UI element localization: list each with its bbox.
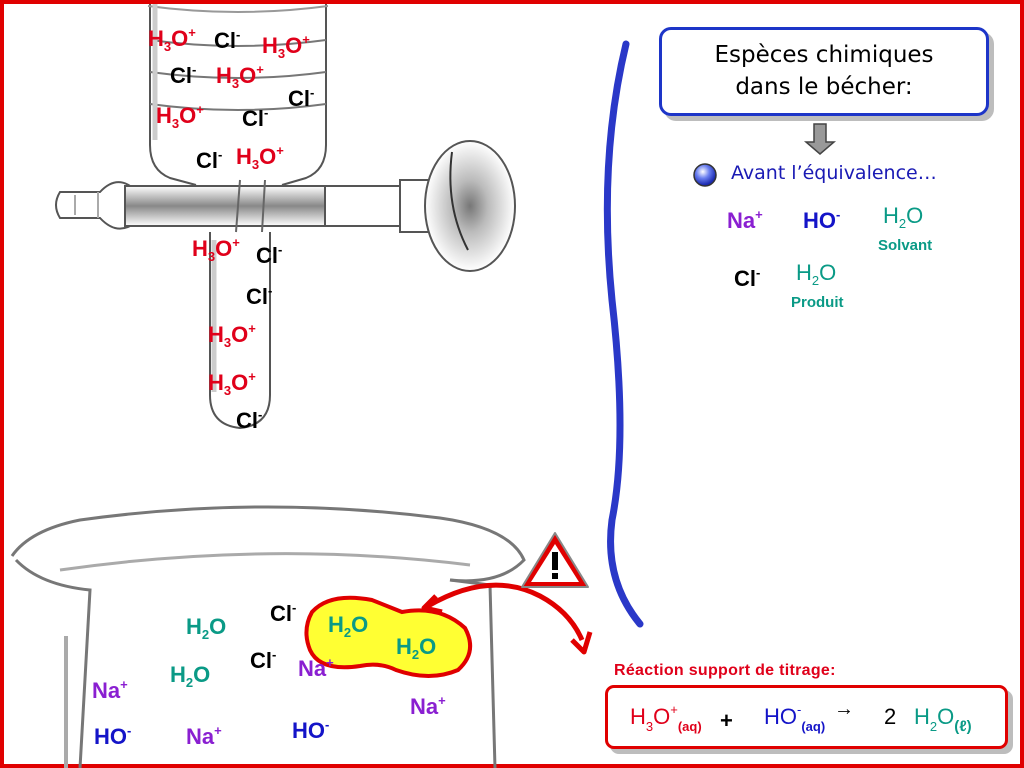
burette-ion-cl: Cl- <box>256 242 283 268</box>
beaker-h2o: H2O <box>170 662 211 690</box>
title-box: Espèces chimiques dans le bécher: <box>659 27 989 116</box>
burette-ion-h3o: H3O+ <box>192 235 240 264</box>
species-ho-minus: HO- <box>803 207 841 233</box>
burette <box>147 4 329 430</box>
reactant-h3o: H3O+(aq) <box>630 702 702 734</box>
reactant-ho: HO-(aq) <box>764 702 826 734</box>
beaker-ion-cl: Cl- <box>270 600 297 626</box>
burette-ion-cl: Cl- <box>246 283 273 309</box>
species-cl-minus: Cl- <box>734 265 761 291</box>
species-h2o-solvant: H2O <box>883 203 924 231</box>
burette-ion-cl: Cl- <box>288 85 315 111</box>
burette-ion-cl: Cl- <box>214 27 241 53</box>
h2o-highlight <box>304 595 473 678</box>
species-na-plus: Na+ <box>727 207 763 233</box>
burette-ion-h3o: H3O+ <box>148 25 196 54</box>
wavy-separator <box>603 40 644 628</box>
red-double-arrow <box>421 582 593 655</box>
stoich-coefficient: 2 <box>884 704 897 729</box>
produit-label: Produit <box>791 294 844 311</box>
beaker-h2o-highlighted: H2O <box>396 634 437 662</box>
beaker-ion-na: Na+ <box>298 655 334 681</box>
beaker-ion-na: Na+ <box>186 723 222 749</box>
reaction-label: Réaction support de titrage: <box>614 662 836 679</box>
species-h2o-produit: H2O <box>796 260 837 288</box>
reaction-box: H3O+(aq) + HO-(aq) → 2 H2O(ℓ) <box>605 685 1008 749</box>
burette-ion-h3o: H3O+ <box>208 369 256 398</box>
plus-sign: + <box>720 708 733 733</box>
beaker-ion-ho: HO- <box>94 723 132 749</box>
beaker-ion-na: Na+ <box>410 693 446 719</box>
burette-ion-cl: Cl- <box>170 62 197 88</box>
warning-icon <box>521 532 589 588</box>
burette-ion-h3o: H3O+ <box>156 102 204 131</box>
burette-ion-h3o: H3O+ <box>236 143 284 172</box>
beaker-ion-cl: Cl- <box>250 647 277 673</box>
beaker-h2o-highlighted: H2O <box>328 612 369 640</box>
beaker-ion-ho: HO- <box>292 717 330 743</box>
stopcock <box>55 140 516 272</box>
beaker-h2o: H2O <box>186 614 227 642</box>
burette-ion-cl: Cl- <box>236 407 263 433</box>
burette-ion-cl: Cl- <box>196 147 223 173</box>
product-h2o: H2O(ℓ) <box>914 704 972 735</box>
burette-ion-h3o: H3O+ <box>208 321 256 350</box>
avant-equivalence-label: Avant l’équivalence… <box>731 162 937 184</box>
title-text: Espèces chimiques dans le bécher: <box>714 42 934 100</box>
down-arrow-icon <box>803 123 837 155</box>
burette-ion-h3o: H3O+ <box>262 32 310 61</box>
solvant-label: Solvant <box>878 237 933 254</box>
burette-ion-h3o: H3O+ <box>216 62 264 91</box>
reaction-arrow-icon: → <box>834 698 854 720</box>
bullet-icon <box>693 163 717 187</box>
beaker-ion-na: Na+ <box>92 677 128 703</box>
burette-ion-cl: Cl- <box>242 105 269 131</box>
